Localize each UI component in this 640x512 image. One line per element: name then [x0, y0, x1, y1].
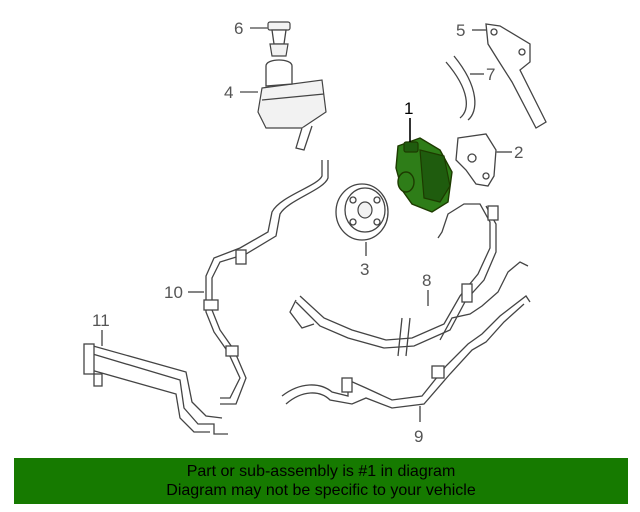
part-9-lower-hose[interactable] — [281, 261, 531, 409]
part-6-reservoir-cap[interactable] — [267, 21, 291, 57]
callout-6: 6 — [234, 19, 243, 38]
callout-4: 4 — [224, 83, 233, 102]
info-banner: Part or sub-assembly is #1 in diagram Di… — [14, 458, 628, 504]
banner-line-1: Part or sub-assembly is #1 in diagram — [186, 463, 456, 480]
part-10-return-hose[interactable] — [203, 160, 329, 405]
callout-1: 1 — [404, 99, 413, 118]
callout-7: 7 — [486, 65, 495, 84]
callout-9: 9 — [414, 427, 423, 446]
parts-diagram: 6 4 5 7 1 2 — [83, 19, 547, 446]
callout-8: 8 — [422, 271, 431, 290]
callout-11: 11 — [92, 311, 110, 330]
part-1-power-steering-pump[interactable] — [395, 137, 453, 213]
banner-line-2: Diagram may not be specific to your vehi… — [166, 482, 476, 499]
callout-2: 2 — [514, 143, 523, 162]
part-3-pulley[interactable] — [335, 183, 389, 241]
part-11-cooler[interactable] — [83, 343, 228, 435]
callout-5: 5 — [456, 21, 465, 40]
part-7-hose[interactable] — [445, 55, 476, 121]
part-5-bracket[interactable] — [485, 23, 547, 129]
part-8-pressure-hose[interactable] — [289, 203, 499, 357]
callout-3: 3 — [360, 260, 369, 279]
part-4-reservoir[interactable] — [257, 59, 327, 151]
callout-10: 10 — [164, 283, 183, 302]
part-2-mount-bracket[interactable] — [455, 133, 497, 187]
